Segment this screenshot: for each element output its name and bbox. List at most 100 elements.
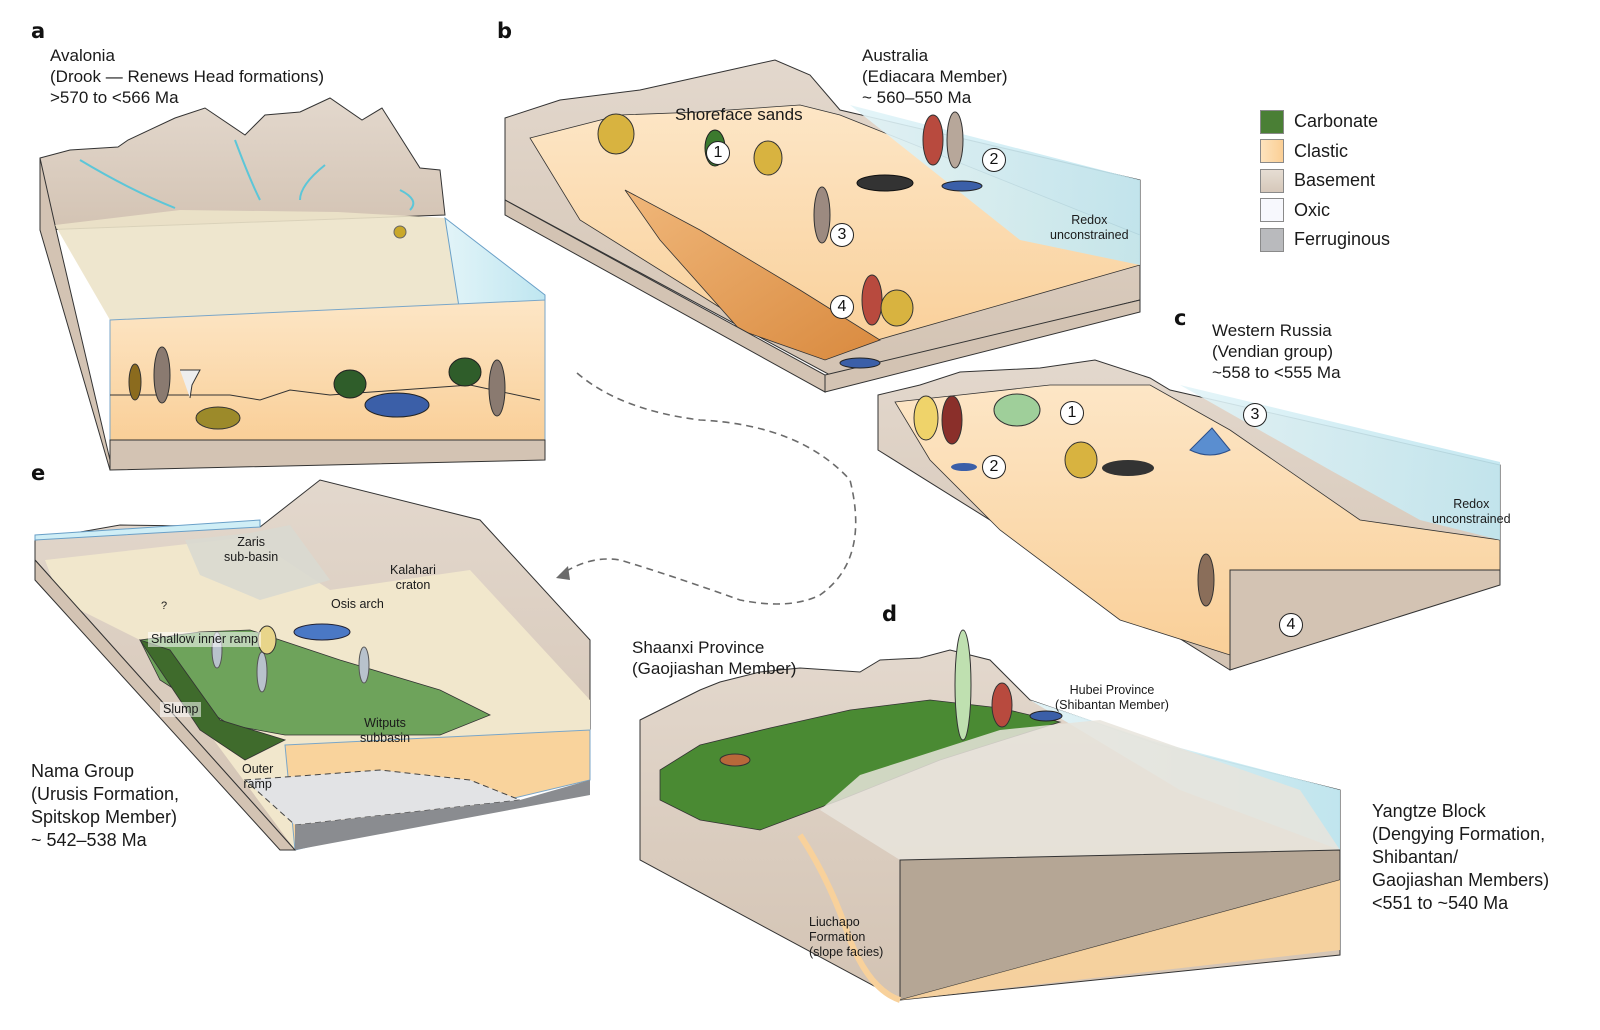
carbonate-swatch — [1260, 109, 1284, 134]
redox-line-2: unconstrained — [1050, 228, 1129, 242]
outer-ramp-line-2: ramp — [243, 777, 272, 791]
panel-c-title: Western Russia (Vendian group) ~558 to <… — [1212, 320, 1341, 383]
panel-b-age: ~ 560–550 Ma — [862, 88, 972, 107]
panel-e-region: Nama Group — [31, 761, 135, 781]
marker-c-1: 1 — [1060, 401, 1084, 425]
panel-c-redox-label: Redox unconstrained — [1432, 497, 1511, 527]
fossil-fan-blue — [1189, 427, 1231, 456]
panel-c-age: ~558 to <555 Ma — [1212, 363, 1341, 382]
question-mark-label: ? — [161, 600, 168, 612]
panel-c-region: Western Russia — [1212, 321, 1332, 340]
fossil-cup — [180, 369, 201, 399]
legend-label-carbonate: Carbonate — [1294, 111, 1379, 132]
panel-c-front — [1229, 569, 1501, 671]
panel-a-block — [39, 97, 546, 471]
kalahari-craton-label: Kalahari craton — [390, 563, 436, 593]
fossil-mat-blue-e — [293, 623, 351, 641]
witputs-line-1: Witputs — [364, 716, 406, 730]
panel-e-zaris — [185, 525, 330, 600]
panel-d-title: Yangtze Block (Dengying Formation, Shiba… — [1372, 800, 1549, 915]
panel-a-title: Avalonia (Drook — Renews Head formations… — [50, 45, 324, 108]
marker-c-2: 2 — [982, 455, 1006, 479]
legend-label-ferruginous: Ferruginous — [1294, 229, 1391, 250]
panel-e-age: ~ 542–538 Ma — [31, 830, 147, 850]
time-sequence-arrow — [559, 372, 857, 605]
liuchapo-line-1: Liuchapo — [809, 915, 860, 929]
legend-item-carbonate: Carbonate — [1260, 107, 1390, 137]
panel-d-hubei-unit: (Shibantan Member) — [1055, 698, 1169, 712]
fossil-dickinsonia-3 — [880, 289, 914, 327]
fossil-mat-blue-2 — [839, 357, 881, 369]
panel-d-hubei-label: Hubei Province (Shibantan Member) — [1055, 683, 1169, 713]
liuchapo-line-2: Formation — [809, 930, 866, 944]
panel-d-region: Yangtze Block — [1372, 801, 1486, 821]
fossil-bush — [333, 369, 367, 399]
panel-letter-a: a — [31, 19, 46, 43]
fossil-tall-frond-d — [954, 629, 972, 741]
fossil-disc-small — [393, 225, 407, 239]
panel-e-carbonate-dark — [139, 639, 287, 761]
marker-b-3: 3 — [830, 223, 854, 247]
kalahari-line-2: craton — [395, 578, 431, 592]
redox-line-1: Redox — [1453, 497, 1490, 511]
fossil-mat-blue — [941, 180, 983, 192]
legend-label-clastic: Clastic — [1294, 140, 1349, 161]
panel-a-region: Avalonia — [50, 46, 115, 65]
fossil-dickinsonia-2 — [753, 140, 783, 176]
fossil-mat-blue-d — [1029, 710, 1063, 722]
panel-b-right-face — [824, 299, 1141, 393]
panel-b-water — [850, 105, 1140, 265]
legend-item-ferruginous: Ferruginous — [1260, 225, 1390, 255]
panel-e-unit-line-2: Spitskop Member) — [31, 807, 178, 827]
panel-a-unit: (Drook — Renews Head formations) — [50, 67, 324, 86]
panel-e-unit-line-1: (Urusis Formation, — [31, 784, 180, 804]
panel-b-redox-label: Redox unconstrained — [1050, 213, 1129, 243]
panel-b-block — [504, 59, 1141, 393]
fossil-frond — [128, 363, 142, 401]
panel-d-unit-line-2: Shibantan/ — [1372, 847, 1459, 867]
marker-c-3: 3 — [1243, 403, 1267, 427]
marker-c-4: 4 — [1279, 613, 1303, 637]
panel-letter-c: c — [1174, 306, 1187, 330]
fossil-frond-tall-2 — [488, 359, 506, 417]
osis-arch-label: Osis arch — [331, 597, 384, 611]
fossil-charnia-red — [922, 114, 944, 166]
panel-d-liuchapo-label: Liuchapo Formation (slope facies) — [809, 915, 883, 960]
marker-b-4: 4 — [830, 295, 854, 319]
panel-d-unit-line-1: (Dengying Formation, — [1372, 824, 1546, 844]
fossil-kimberella-c — [1102, 460, 1154, 476]
liuchapo-line-3: (slope facies) — [809, 945, 884, 959]
legend-label-basement: Basement — [1294, 170, 1376, 191]
fossil-mat-blue-c — [951, 463, 977, 471]
fossil-cloudina-3 — [358, 646, 370, 684]
legend-item-oxic: Oxic — [1260, 196, 1390, 226]
panel-d-shaanxi-region: Shaanxi Province — [632, 638, 765, 657]
panel-e-water — [34, 519, 261, 541]
fossil-charnia-red-2 — [861, 274, 883, 326]
fossil-tribrachidium-green — [993, 393, 1041, 427]
panel-letter-b: b — [497, 19, 513, 43]
ferruginous-swatch — [1260, 227, 1284, 252]
panel-d-shaanxi-unit: (Gaojiashan Member) — [632, 659, 797, 678]
panel-d-unit-line-3: Gaojiashan Members) — [1372, 870, 1550, 890]
redox-line-1: Redox — [1071, 213, 1108, 227]
clastic-swatch — [1260, 139, 1284, 164]
outer-ramp-line-1: Outer — [242, 762, 274, 776]
fossil-frond-yellow — [913, 395, 939, 441]
panel-c-unit: (Vendian group) — [1212, 342, 1333, 361]
panel-d-shaanxi-title: Shaanxi Province (Gaojiashan Member) — [632, 637, 796, 679]
panel-a-age: >570 to <566 Ma — [50, 88, 179, 107]
legend-item-basement: Basement — [1260, 166, 1390, 196]
panel-d-hubei-region: Hubei Province — [1069, 683, 1155, 697]
fossil-frond-c4 — [1197, 553, 1215, 607]
fossil-disc — [195, 406, 241, 430]
panel-a-oxic-surface — [55, 210, 545, 320]
shallow-inner-ramp-label: Shallow inner ramp — [148, 632, 261, 647]
panel-d-age: <551 to ~540 Ma — [1372, 893, 1509, 913]
panel-a-base-front — [109, 439, 546, 471]
slump-label: Slump — [160, 702, 202, 717]
fossil-cloudina-2 — [256, 651, 268, 693]
panel-e-base-strip — [295, 780, 590, 850]
legend: Carbonate Clastic Basement Oxic Ferrugin… — [1260, 107, 1390, 255]
